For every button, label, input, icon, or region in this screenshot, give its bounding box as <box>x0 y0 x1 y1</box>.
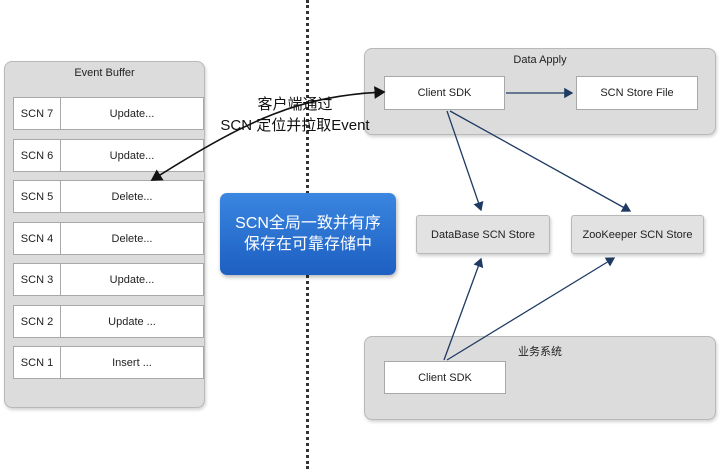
operation-cell: Delete... <box>61 222 204 255</box>
scn-consistency-callout: SCN全局一致并有序 保存在可靠存储中 <box>220 193 396 275</box>
scn-cell: SCN 2 <box>13 305 61 338</box>
operation-cell: Update... <box>61 97 204 130</box>
operation-cell: Update... <box>61 263 204 296</box>
callout-line-1: SCN全局一致并有序 <box>235 215 381 232</box>
operation-cell: Delete... <box>61 180 204 213</box>
scn-cell: SCN 6 <box>13 139 61 172</box>
scn-cell: SCN 3 <box>13 263 61 296</box>
operation-cell: Update ... <box>61 305 204 338</box>
operation-cell: Update... <box>61 139 204 172</box>
scn-cell: SCN 7 <box>13 97 61 130</box>
callout-line-2: 保存在可靠存储中 <box>243 236 372 253</box>
data-apply-title: Data Apply <box>513 54 567 66</box>
scn-cell: SCN 4 <box>13 222 61 255</box>
pull-arrow-label-line-2: SCN 定位并拉取Event <box>220 117 370 134</box>
zookeeper-scn-store: ZooKeeper SCN Store <box>571 215 704 254</box>
scn-cell: SCN 5 <box>13 180 61 213</box>
database-scn-store: DataBase SCN Store <box>416 215 550 254</box>
scn-store-file: SCN Store File <box>576 76 698 110</box>
business-client-sdk: Client SDK <box>384 361 506 394</box>
pull-arrow-label-line-1: 客户端通过 <box>257 96 333 113</box>
operation-cell: Insert ... <box>61 346 204 379</box>
event-buffer-title: Event Buffer <box>74 67 135 79</box>
pull-arrow-label: 客户端通过 SCN 定位并拉取Event <box>214 94 376 136</box>
scn-cell: SCN 1 <box>13 346 61 379</box>
data-apply-client-sdk: Client SDK <box>384 76 505 110</box>
business-system-title: 业务系统 <box>518 346 562 358</box>
